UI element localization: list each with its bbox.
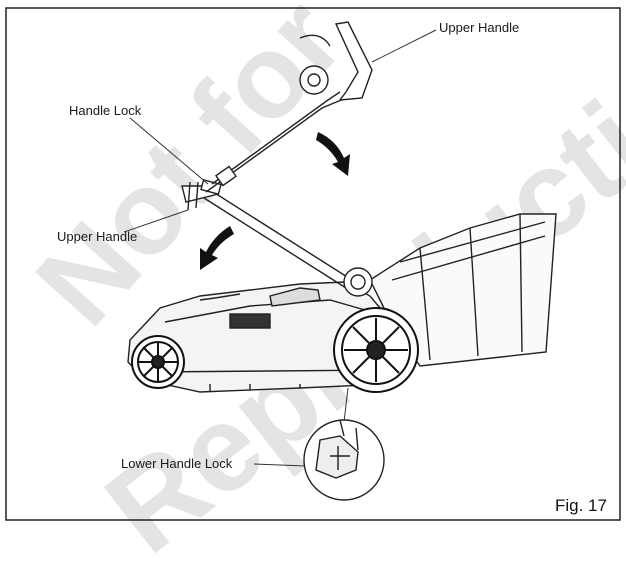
- front-wheel-icon: [131, 335, 185, 389]
- lower-handle-icon: [203, 189, 373, 297]
- callout-lower-handle-lock: Lower Handle Lock: [121, 456, 233, 471]
- grass-catcher-icon: [369, 213, 557, 367]
- callout-upper-handle-left: Upper Handle: [57, 229, 138, 244]
- lawn-mower-handle-diagram: [5, 7, 621, 521]
- callout-leaders: [123, 29, 437, 467]
- figure-label: Fig. 17: [555, 496, 607, 515]
- callout-upper-handle-top: Upper Handle: [439, 20, 520, 35]
- figure-frame: [5, 7, 621, 521]
- rotation-arrow-left-icon: [200, 226, 234, 270]
- rotation-arrow-right-icon: [316, 132, 350, 176]
- rear-wheel-icon: [333, 307, 419, 393]
- lower-handle-lock-detail-icon: [303, 419, 385, 501]
- callout-handle-lock: Handle Lock: [69, 103, 142, 118]
- upper-handle-raised-icon: [205, 21, 373, 193]
